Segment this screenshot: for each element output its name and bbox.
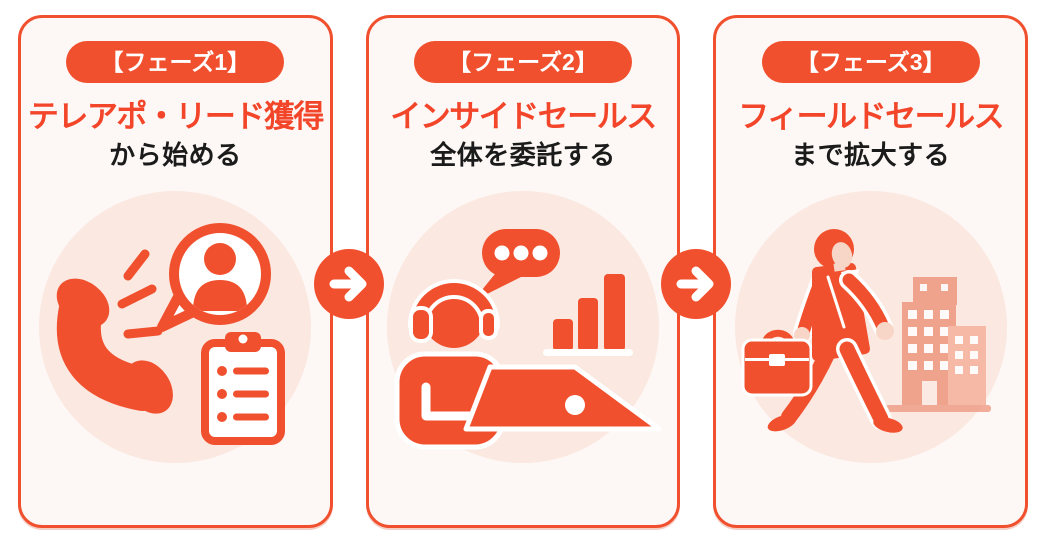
field-sales-businessman-illustration — [734, 190, 1007, 463]
clipboard-icon — [201, 331, 286, 445]
speech-bubble-person-icon — [157, 222, 272, 332]
phone-icon — [57, 278, 174, 414]
laptop-icon — [463, 364, 662, 432]
sound-waves-icon — [117, 249, 163, 339]
phase-1-subtitle: から始める — [109, 139, 242, 170]
arrow-right-icon — [314, 249, 384, 319]
phase-card-3: 【フェーズ3】 フィールドセールス まで拡大する — [713, 15, 1029, 528]
phase-3-title: フィールドセールス — [738, 99, 1004, 135]
phase-1-title: テレアポ・リード獲得 — [27, 99, 324, 135]
arrow-right-icon — [661, 249, 731, 319]
phase-2-subtitle: 全体を委託する — [430, 139, 616, 170]
buildings-icon — [884, 276, 991, 412]
phase-3-subtitle: まで拡大する — [791, 139, 951, 170]
phone-call-lead-illustration — [39, 190, 312, 463]
phase-3-badge: 【フェーズ3】 — [761, 41, 980, 84]
businessman-icon — [741, 228, 903, 433]
phase-2-badge: 【フェーズ2】 — [414, 41, 632, 84]
inside-sales-agent-illustration — [387, 190, 662, 463]
phase-card-2: 【フェーズ2】 インサイドセールス 全体を委託する — [365, 15, 681, 528]
phase-1-badge: 【フェーズ1】 — [66, 41, 285, 84]
phase-card-1: 【フェーズ1】 テレアポ・リード獲得 から始める — [18, 15, 333, 528]
phase-2-title: インサイドセールス — [390, 99, 657, 135]
bar-chart-icon — [543, 273, 633, 356]
